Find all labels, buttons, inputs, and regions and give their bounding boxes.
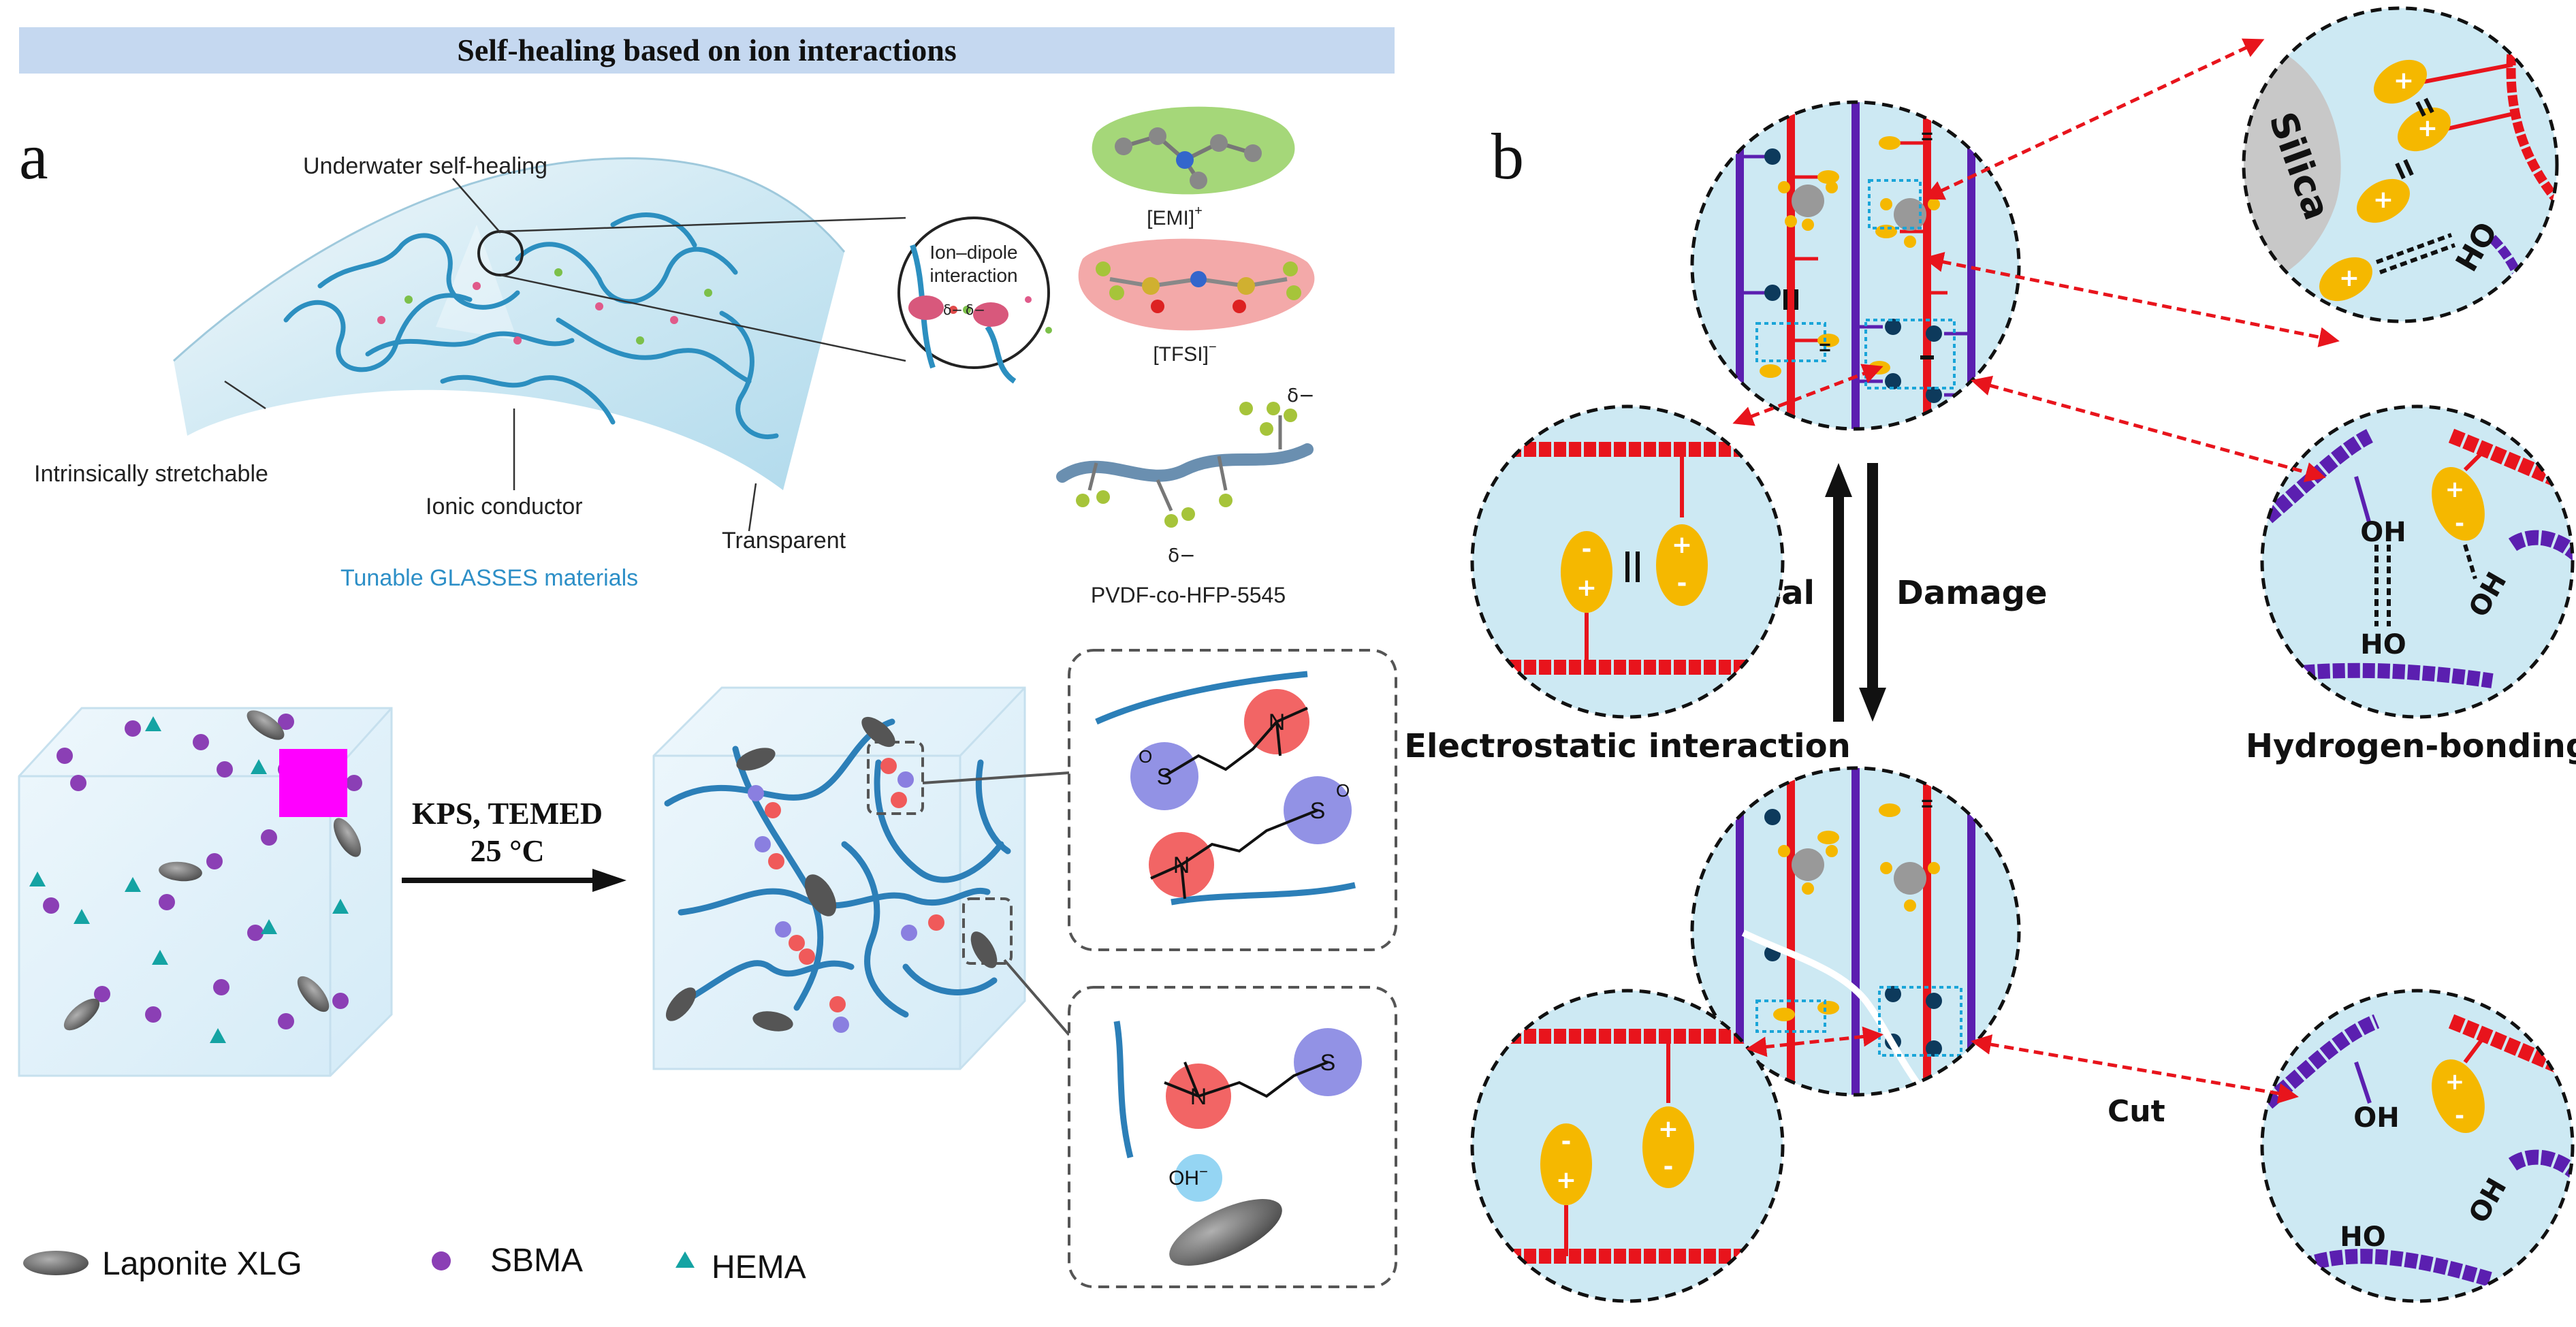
pvdf-molecule <box>1056 402 1314 528</box>
circle-hbond-cut <box>2260 989 2575 1303</box>
delta-label-1: δ− <box>943 302 963 318</box>
label-emi: [EMI]+ <box>1147 204 1203 229</box>
label-hydrogen-bonding: Hydrogen-bonding <box>2246 727 2576 765</box>
label-ion-dipole-1: Ion–dipole <box>929 242 1017 263</box>
legend-sbma-label: SBMA <box>490 1243 583 1279</box>
panel-a-letter: a <box>19 120 48 193</box>
r2-plus: + <box>2445 1068 2465 1096</box>
glasses-sheet <box>172 157 906 532</box>
label-tfsi: [TFSI]− <box>1153 340 1216 366</box>
l2-plus-2: + <box>1658 1115 1679 1143</box>
oh-s-label: S <box>1320 1050 1336 1076</box>
r2-minus: - <box>2455 1102 2464 1130</box>
circle-healed-network <box>1690 100 2021 431</box>
l2-minus: - <box>1561 1128 1572 1155</box>
eq-sign-top: = <box>1819 336 1831 359</box>
zw-o-label-2: O <box>1336 780 1350 801</box>
zoom-box-hydroxide <box>1068 986 1397 1288</box>
tfsi-molecule <box>1078 238 1315 331</box>
silica-plus-4: + <box>2339 264 2359 292</box>
ion-dipole-zoom <box>897 217 1052 384</box>
magenta-square <box>279 749 347 817</box>
header-title: Self-healing based on ion interactions <box>457 33 957 67</box>
zw-n-label-1: N <box>1269 709 1286 735</box>
zw-s-label-2: S <box>1310 798 1326 824</box>
emi-molecule <box>1092 106 1295 195</box>
legend-laponite-icon <box>23 1251 89 1275</box>
label-damage: Damage <box>1896 574 2048 612</box>
legend-sbma-icon <box>432 1251 451 1270</box>
label-reagents: KPS, TEMED <box>412 796 603 831</box>
l1-minus-2: - <box>1677 569 1687 597</box>
r1-oh: OH <box>2360 517 2406 548</box>
silica-plus-1: + <box>2394 67 2414 95</box>
pvdf-delta-bottom: δ− <box>1168 544 1196 566</box>
hema-triangles <box>29 716 349 1043</box>
l1-plus-2: + <box>1672 531 1692 559</box>
legend-hema-label: HEMA <box>712 1249 806 1285</box>
circle-silica <box>2242 6 2559 323</box>
label-transparent: Transparent <box>722 528 846 554</box>
label-underwater-self-healing: Underwater self-healing <box>303 153 547 179</box>
circle-damaged-network <box>1690 766 2021 1097</box>
r2-ho: HO <box>2340 1221 2385 1253</box>
r2-oh: OH <box>2353 1102 2399 1134</box>
circle-hbond-healed <box>2260 404 2575 719</box>
label-temperature: 25 °C <box>470 833 544 868</box>
reaction-arrow <box>402 869 626 892</box>
oh-ion-label: OH− <box>1168 1163 1208 1189</box>
label-cut: Cut <box>2108 1094 2165 1129</box>
silica-plus-2: + <box>2417 114 2438 142</box>
legend: Laponite XLG SBMA HEMA <box>23 1243 806 1285</box>
eq-sign-bottom: = <box>1921 793 1933 815</box>
label-intrinsically-stretchable: Intrinsically stretchable <box>34 461 268 487</box>
label-pvdf: PVDF-co-HFP-5545 <box>1091 583 1286 607</box>
network-cube <box>652 686 1070 1070</box>
label-electrostatic: Electrostatic interaction <box>1404 727 1851 765</box>
legend-laponite-label: Laponite XLG <box>102 1246 302 1282</box>
l1-minus: - <box>1582 535 1592 563</box>
zw-o-label-1: O <box>1139 746 1152 767</box>
label-ion-dipole-2: interaction <box>929 265 1017 286</box>
header-bar: Self-healing based on ion interactions <box>19 27 1395 74</box>
circle-electrostatic-healed <box>1470 404 1785 719</box>
l1-plus: + <box>1576 574 1597 602</box>
zw-n-label-2: N <box>1173 852 1190 878</box>
eq-sign-top-2: = <box>1921 125 1933 148</box>
l2-minus-2: - <box>1664 1153 1674 1181</box>
r1-plus: + <box>2445 476 2465 503</box>
laponite-discs <box>63 710 362 1031</box>
zoom-box-zwitterion <box>1068 649 1397 951</box>
panel-b-letter: b <box>1491 120 1524 193</box>
label-ionic-conductor: Ionic conductor <box>426 494 583 519</box>
pvdf-delta-top: δ− <box>1287 384 1315 406</box>
r1-ho: HO <box>2360 629 2406 660</box>
l2-plus: + <box>1556 1166 1576 1194</box>
header-bar-bg <box>19 27 1395 74</box>
delta-label-2: δ− <box>966 302 985 318</box>
label-tunable-glasses: Tunable GLASSES materials <box>340 565 638 591</box>
silica-plus-3: + <box>2373 186 2394 214</box>
red-dashed-arrows <box>1732 38 2340 1104</box>
oh-n-label: N <box>1190 1084 1207 1110</box>
precursor-cube <box>18 707 393 1077</box>
r1-minus: - <box>2455 510 2464 537</box>
zw-s-label-1: S <box>1157 764 1173 790</box>
legend-hema-icon <box>675 1251 695 1268</box>
vertical-arrows <box>1825 463 1886 722</box>
